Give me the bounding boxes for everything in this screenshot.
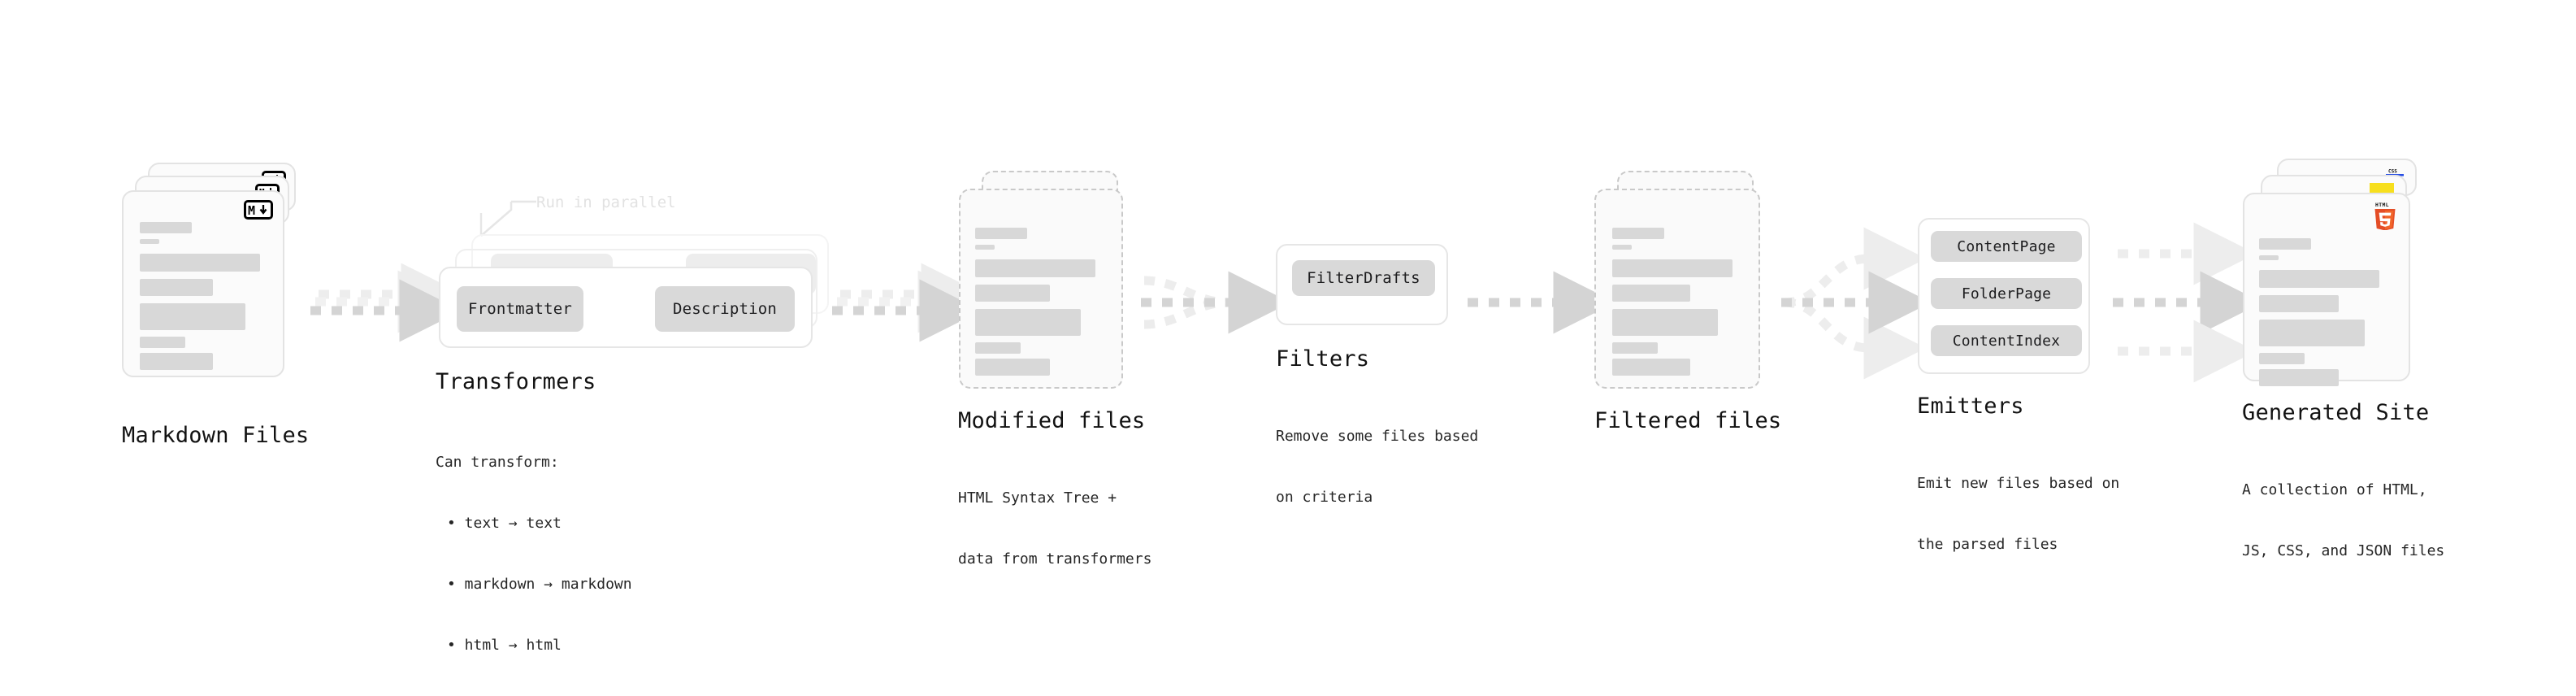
stage-title-generated-site: Generated Site <box>2242 400 2430 425</box>
markdown-badge: M <box>244 200 273 220</box>
transformer-pill-description[interactable]: Description <box>655 286 795 332</box>
transformer-box-front: Frontmatter Description <box>439 267 813 348</box>
stage-caption-emitters: Emit new files based on the parsed files <box>1917 433 2119 595</box>
markdown-file-stack: M M M <box>122 163 309 423</box>
stage-generated-site: CSS HTML <box>2242 159 2444 559</box>
svg-text:HTML: HTML <box>2375 202 2389 208</box>
caption-line: Can transform: <box>436 454 559 471</box>
emitter-pill-folderpage[interactable]: FolderPage <box>1931 278 2082 309</box>
emitter-pill-contentindex[interactable]: ContentIndex <box>1931 325 2082 356</box>
caption-line: on criteria <box>1276 489 1373 506</box>
svg-text:CSS: CSS <box>2388 169 2397 175</box>
connector-transformers-to-modified <box>832 263 984 342</box>
emitters-box: ContentPage FolderPage ContentIndex <box>1918 218 2090 374</box>
diagram-canvas: M M M <box>122 159 2444 654</box>
caption-line: JS, CSS, and JSON files <box>2242 542 2445 559</box>
modified-card-front <box>959 189 1123 389</box>
markdown-card-front: M <box>122 190 284 377</box>
filtered-file-stack <box>1594 171 1773 431</box>
connector-markdown-to-transformers <box>310 263 464 342</box>
stage-caption-transformers: Can transform: • text → text • markdown … <box>436 411 632 696</box>
stage-modified-files: Modified files HTML Syntax Tree + data f… <box>958 171 1151 568</box>
stage-caption-modified-files: HTML Syntax Tree + data from transformer… <box>958 447 1151 610</box>
filter-pill-filterdrafts[interactable]: FilterDrafts <box>1292 260 1435 296</box>
caption-line: the parsed files <box>1917 536 2058 553</box>
caption-line: data from transformers <box>958 550 1152 568</box>
site-card-front-html: HTML <box>2243 193 2410 386</box>
stage-title-filters: Filters <box>1276 346 1370 372</box>
stage-filtered-files: Filtered files <box>1594 171 1781 433</box>
filtered-card-front <box>1594 189 1760 389</box>
svg-text:M: M <box>248 204 255 216</box>
stage-caption-filters: Remove some files based on criteria <box>1276 385 1478 548</box>
stage-title-emitters: Emitters <box>1917 394 2024 419</box>
stage-title-modified-files: Modified files <box>958 408 1146 433</box>
transformer-pill-frontmatter[interactable]: Frontmatter <box>457 286 583 332</box>
filters-box: FilterDrafts <box>1276 244 1448 325</box>
stage-caption-generated-site: A collection of HTML, JS, CSS, and JSON … <box>2242 439 2444 602</box>
connector-layer <box>310 200 2263 383</box>
caption-line: • html → html <box>447 637 562 654</box>
caption-line: A collection of HTML, <box>2242 481 2427 498</box>
emitter-pill-contentpage[interactable]: ContentPage <box>1931 231 2082 262</box>
caption-line: Remove some files based <box>1276 428 1479 445</box>
stage-markdown-files: M M M <box>122 163 309 448</box>
generated-site-stack: CSS HTML <box>2243 159 2438 427</box>
html5-badge: HTML <box>2373 201 2397 233</box>
run-in-parallel-label: Run in parallel <box>536 194 676 211</box>
connector-filtered-to-emitters <box>1781 227 1932 380</box>
modified-file-stack <box>959 171 1138 431</box>
stage-title-markdown-files: Markdown Files <box>122 423 310 448</box>
caption-line: Emit new files based on <box>1917 475 2120 492</box>
run-in-parallel-leader <box>479 200 536 237</box>
connector-emitters-to-site <box>2113 222 2263 383</box>
caption-line: • text → text <box>447 515 562 532</box>
connector-modified-to-filters <box>1141 271 1291 334</box>
stage-title-filtered-files: Filtered files <box>1594 408 1782 433</box>
caption-line: HTML Syntax Tree + <box>958 489 1117 507</box>
stage-title-transformers: Transformers <box>436 369 596 394</box>
caption-line: • markdown → markdown <box>447 576 632 593</box>
